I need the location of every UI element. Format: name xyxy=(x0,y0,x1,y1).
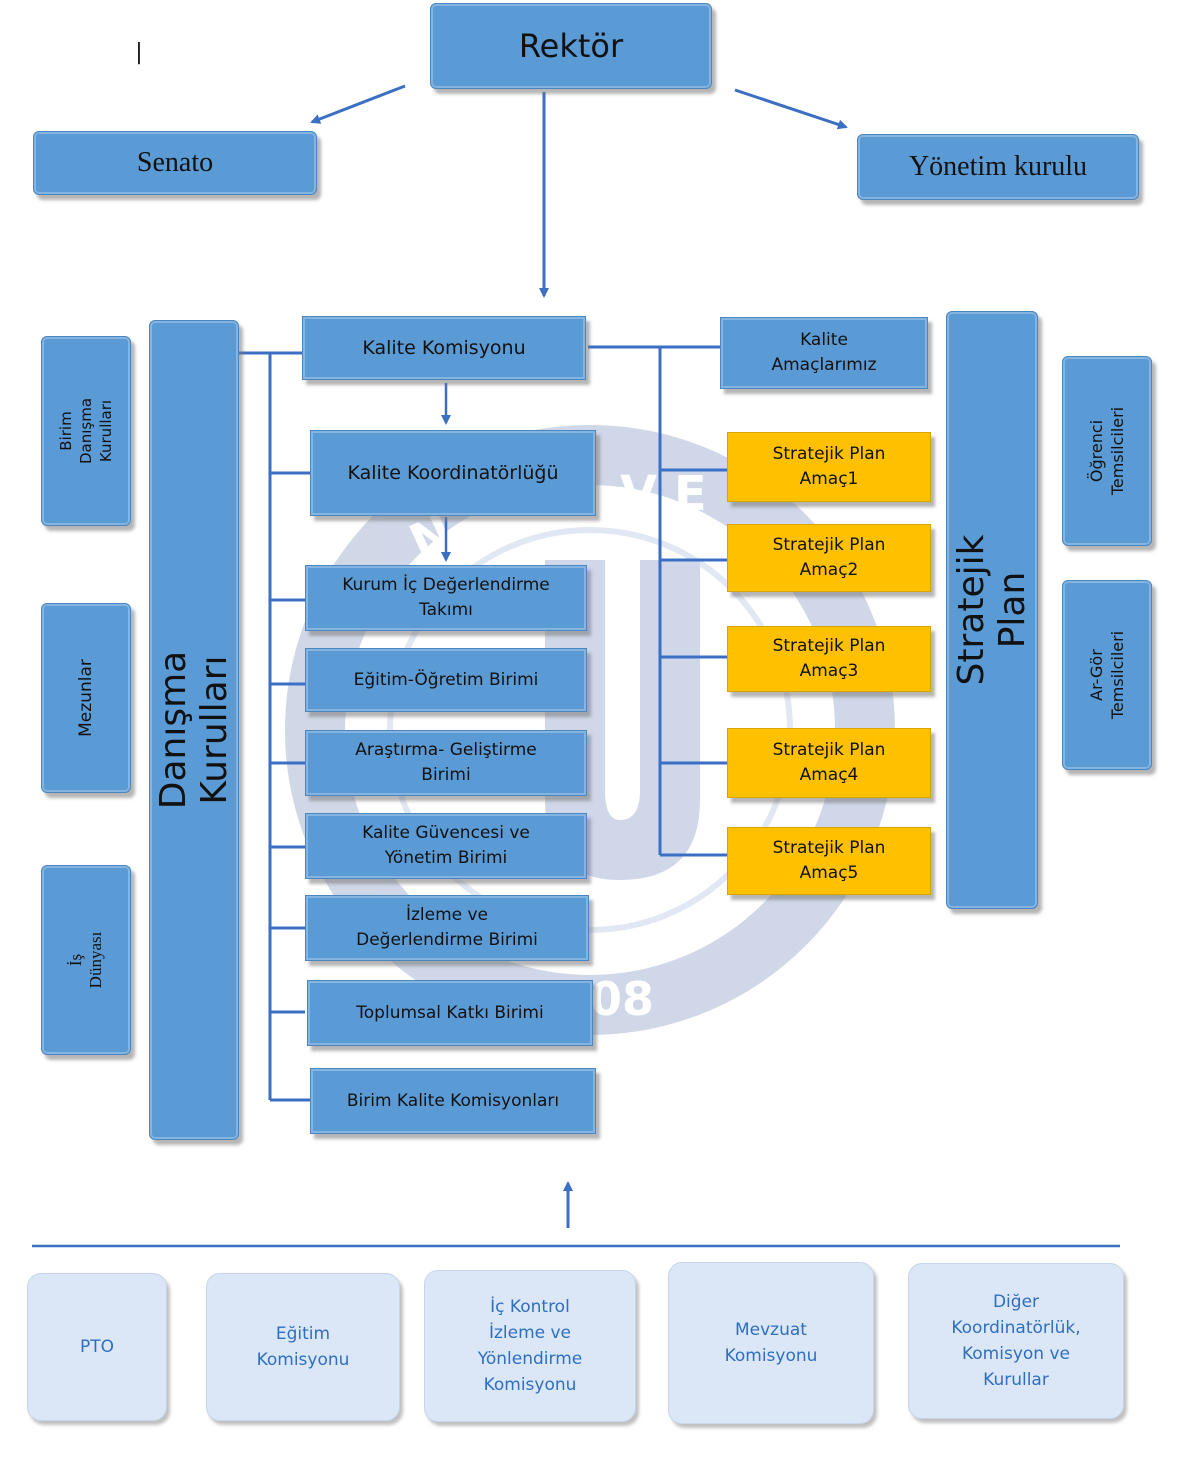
yonetim-kurulu-label: Yönetim kurulu xyxy=(908,151,1088,182)
strategic-goal-label: Stratejik Plan Amaç1 xyxy=(772,444,886,489)
svg-text:V E: V E xyxy=(620,466,707,522)
kalite-amaclarimiz-label: Kalite Amaçlarımız xyxy=(771,330,877,375)
ogrenci-temsilcileri-box: Öğrenci Temsilcileri xyxy=(1062,356,1152,546)
bottom-box-label: Diğer Koordinatörlük, Komisyon ve Kurull… xyxy=(951,1292,1081,1390)
unit-box-arastirma: Araştırma- Geliştirme Birimi xyxy=(305,730,587,796)
danisma-kurullari-box: Danışma Kurulları xyxy=(149,320,239,1140)
bottom-box-label: İç Kontrol İzleme ve Yönlendirme Komisyo… xyxy=(477,1297,583,1395)
bottom-box-diger: Diğer Koordinatörlük, Komisyon ve Kurull… xyxy=(908,1263,1124,1419)
unit-box-toplumsal-katki: Toplumsal Katkı Birimi xyxy=(307,980,593,1046)
watermark-year: 08 xyxy=(590,972,654,1026)
yonetim-kurulu-box: Yönetim kurulu xyxy=(857,134,1139,200)
ar-gor-temsilcileri-label: Ar-Gör Temsilcileri xyxy=(1087,630,1127,720)
kalite-komisyonu-label: Kalite Komisyonu xyxy=(362,337,526,359)
strategic-goal-5: Stratejik Plan Amaç5 xyxy=(727,827,931,895)
senato-box: Senato xyxy=(33,131,317,195)
unit-label: Eğitim-Öğretim Birimi xyxy=(353,670,539,690)
cursor-mark: | xyxy=(135,39,143,65)
unit-box-kalite-guvencesi: Kalite Güvencesi ve Yönetim Birimi xyxy=(305,813,587,879)
unit-label: İzleme ve Değerlendirme Birimi xyxy=(356,905,538,950)
strategic-goal-2: Stratejik Plan Amaç2 xyxy=(727,524,931,592)
unit-box-birim-kalite: Birim Kalite Komisyonları xyxy=(310,1068,596,1134)
arrow-to-senato xyxy=(310,84,406,124)
strategic-goal-label: Stratejik Plan Amaç3 xyxy=(772,636,886,681)
bottom-box-label: PTO xyxy=(79,1337,115,1357)
bottom-box-pto: PTO xyxy=(27,1273,167,1421)
unit-label: Araştırma- Geliştirme Birimi xyxy=(355,740,537,785)
is-dunyasi-box: İş Dünyası xyxy=(41,865,131,1055)
bottom-box-ic-kontrol: İç Kontrol İzleme ve Yönlendirme Komisyo… xyxy=(424,1270,636,1422)
unit-label: Kurum İç Değerlendirme Takımı xyxy=(342,575,550,620)
birim-danisma-label: Birim Danışma Kurulları xyxy=(57,397,115,465)
ar-gor-temsilcileri-box: Ar-Gör Temsilcileri xyxy=(1062,580,1152,770)
unit-label: Toplumsal Katkı Birimi xyxy=(356,1003,544,1023)
unit-box-kurum-ic: Kurum İç Değerlendirme Takımı xyxy=(305,565,587,631)
kalite-koordinatorlugu-box: Kalite Koordinatörlüğü xyxy=(310,430,596,516)
unit-box-egitim-ogretim: Eğitim-Öğretim Birimi xyxy=(305,648,587,712)
rektor-box: Rektör xyxy=(430,3,712,89)
unit-label: Birim Kalite Komisyonları xyxy=(346,1091,560,1111)
bottom-box-mevzuat: Mevzuat Komisyonu xyxy=(668,1262,874,1424)
ogrenci-temsilcileri-label: Öğrenci Temsilcileri xyxy=(1087,406,1127,496)
stratejik-plan-box: Stratejik Plan xyxy=(946,311,1038,909)
arrow-to-yonetim xyxy=(734,88,848,130)
rektor-label: Rektör xyxy=(518,27,624,65)
kalite-koordinatorlugu-label: Kalite Koordinatörlüğü xyxy=(347,462,559,484)
mezunlar-label: Mezunlar xyxy=(76,659,96,737)
unit-box-izleme: İzleme ve Değerlendirme Birimi xyxy=(305,895,589,961)
strategic-goal-4: Stratejik Plan Amaç4 xyxy=(727,728,931,798)
strategic-goal-3: Stratejik Plan Amaç3 xyxy=(727,626,931,692)
strategic-goal-label: Stratejik Plan Amaç2 xyxy=(772,535,886,580)
strategic-goal-label: Stratejik Plan Amaç4 xyxy=(772,740,886,785)
kalite-komisyonu-box: Kalite Komisyonu xyxy=(302,316,586,380)
mezunlar-box: Mezunlar xyxy=(41,603,131,793)
kalite-amaclarimiz-box: Kalite Amaçlarımız xyxy=(720,317,928,389)
unit-label: Kalite Güvencesi ve Yönetim Birimi xyxy=(362,823,530,868)
danisma-kurullari-label: Danışma Kurulları xyxy=(153,650,235,810)
is-dunyasi-label: İş Dünyası xyxy=(66,931,105,989)
birim-danisma-box: Birim Danışma Kurulları xyxy=(41,336,131,526)
senato-label: Senato xyxy=(136,147,214,178)
strategic-goal-label: Stratejik Plan Amaç5 xyxy=(772,838,886,883)
bottom-box-label: Mevzuat Komisyonu xyxy=(724,1320,818,1366)
stratejik-plan-label: Stratejik Plan xyxy=(951,534,1033,686)
strategic-goal-1: Stratejik Plan Amaç1 xyxy=(727,432,931,502)
bottom-box-egitim-komisyonu: Eğitim Komisyonu xyxy=(206,1273,400,1421)
bottom-box-label: Eğitim Komisyonu xyxy=(256,1324,350,1370)
